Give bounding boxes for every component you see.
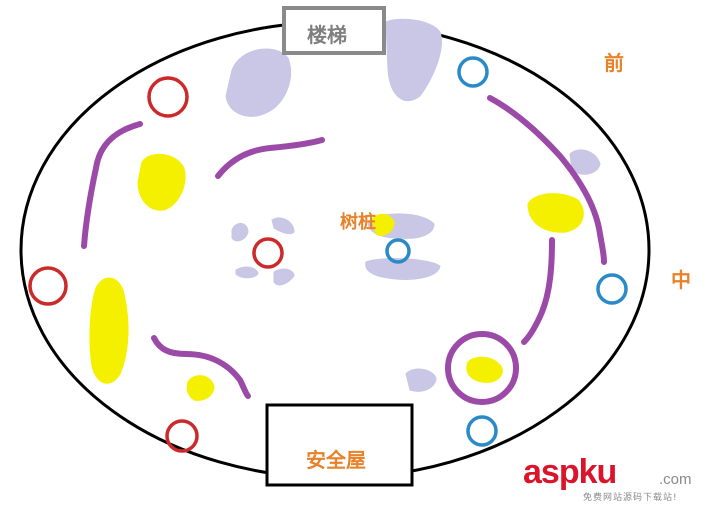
cover-blob-icon [235, 266, 259, 279]
cover-blob-icon [271, 217, 295, 235]
front-label: 前 [604, 51, 624, 75]
purple-ring-icon [445, 331, 519, 405]
safe-house-label: 安全屋 [306, 448, 366, 472]
red-ring-icon [28, 266, 68, 306]
cover-blob-icon [365, 258, 441, 280]
blue-ring-icon [457, 56, 489, 88]
purple-path-icon [215, 137, 325, 179]
yellow-zone-icon [466, 356, 503, 383]
watermark: aspku .com 免费网站源码下载站! [523, 453, 703, 505]
purple-path-icon [81, 121, 143, 249]
yellow-zone-icon [527, 193, 584, 233]
watermark-brand: aspku [523, 453, 617, 491]
yellow-zones [89, 153, 584, 401]
blue-rings [385, 56, 628, 447]
cover-blob-icon [231, 223, 249, 242]
blue-ring-icon [385, 238, 411, 264]
purple-path-icon [521, 237, 555, 345]
cover-blobs [225, 18, 601, 392]
yellow-zone-icon [186, 375, 215, 401]
watermark-tagline: 免费网站源码下载站! [583, 493, 678, 503]
purple-paths [81, 95, 607, 399]
purple-path-icon [151, 335, 251, 399]
cover-blob-icon [385, 18, 442, 102]
cover-blob-icon [405, 368, 437, 392]
blue-ring-icon [466, 415, 498, 447]
middle-label: 中 [671, 268, 691, 292]
blue-ring-icon [596, 273, 628, 305]
stairs-label: 楼梯 [307, 23, 347, 47]
red-ring-icon [165, 419, 199, 453]
red-rings [28, 76, 284, 453]
cover-blob-icon [273, 268, 295, 286]
cover-blob-icon [225, 48, 292, 117]
tree-stump-label: 树桩 [340, 212, 376, 233]
watermark-domain: .com [659, 471, 692, 488]
safe-house-box [265, 403, 414, 487]
yellow-zone-icon [89, 277, 129, 384]
stairs-box [282, 6, 386, 55]
yellow-zone-icon [371, 213, 395, 236]
cover-blob-icon [569, 149, 601, 175]
red-ring-icon [252, 237, 284, 269]
purple-path-icon [487, 95, 607, 265]
red-ring-icon [147, 76, 189, 118]
yellow-zone-icon [137, 153, 186, 211]
